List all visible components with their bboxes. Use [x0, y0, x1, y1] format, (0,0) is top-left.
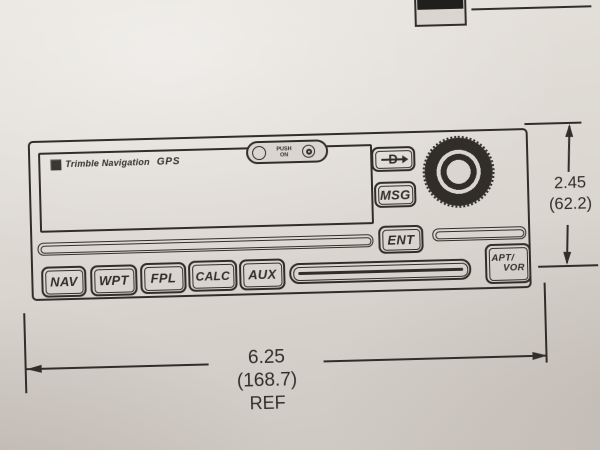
width-dim-extension-left: [23, 313, 28, 394]
height-millimeters: (62.2): [548, 194, 593, 214]
trimble-logo-icon: [50, 159, 62, 171]
data-card-slot: [288, 258, 472, 285]
width-dimension-line-left: [26, 363, 209, 371]
cutoff-knob-figure: [413, 0, 467, 27]
calc-button: CALC: [187, 259, 238, 292]
width-dim-arrow-right-icon: [532, 351, 548, 360]
calc-label: CALC: [191, 263, 235, 289]
fpl-label: FPL: [143, 265, 184, 291]
brand-logo: Trimble Navigation GPS: [50, 156, 181, 171]
gps-bezel-panel: Trimble Navigation GPS PUSH ON D: [27, 128, 532, 302]
concentric-knob-inner: [305, 148, 312, 155]
width-dimension-text: 6.25 (168.7) REF: [203, 345, 331, 416]
trim-strip-right: [432, 226, 527, 242]
wpt-label: WPT: [93, 267, 135, 293]
cutoff-knob-fill: [416, 0, 464, 10]
nav-button: NAV: [41, 265, 87, 298]
rotary-knob-icon: [421, 134, 496, 209]
msg-button: MSG: [373, 180, 417, 209]
trim-strip-left: [37, 234, 374, 256]
power-control-group: PUSH ON: [245, 139, 329, 165]
msg-label: MSG: [377, 184, 413, 205]
cutoff-extension-line: [471, 5, 592, 11]
direct-to-arrow-icon: [401, 154, 408, 163]
width-ref: REF: [249, 392, 286, 414]
push-on-label: PUSH ON: [270, 146, 298, 159]
concentric-knob-icon: [301, 144, 316, 158]
aux-button: AUX: [238, 258, 286, 291]
brand-product: GPS: [156, 156, 181, 168]
height-dim-arrow-down-icon: [562, 251, 572, 265]
wpt-button: WPT: [89, 264, 138, 297]
fpl-button: FPL: [139, 261, 187, 295]
width-dimension-line-right: [323, 354, 547, 363]
width-dim-arrow-left-icon: [26, 364, 42, 374]
ent-label: ENT: [381, 228, 421, 251]
width-inches: 6.25: [247, 346, 286, 369]
push-label-line2: ON: [279, 151, 289, 158]
card-slot-opening: [297, 267, 463, 275]
direct-to-button: D: [370, 145, 416, 173]
push-on-knob-icon: [251, 145, 267, 160]
direct-to-label: D: [388, 151, 399, 167]
height-inches: 2.45: [553, 173, 587, 193]
apt-vor-button: APT/ VOR: [484, 242, 532, 285]
width-millimeters: (168.7): [236, 368, 298, 392]
height-dimension-text: 2.45 (62.2): [541, 172, 600, 216]
ent-button: ENT: [378, 224, 424, 254]
brand-name: Trimble Navigation: [65, 156, 150, 170]
nav-label: NAV: [44, 269, 84, 295]
aux-label: AUX: [242, 261, 283, 288]
apt-vor-label-bottom: VOR: [503, 262, 525, 274]
